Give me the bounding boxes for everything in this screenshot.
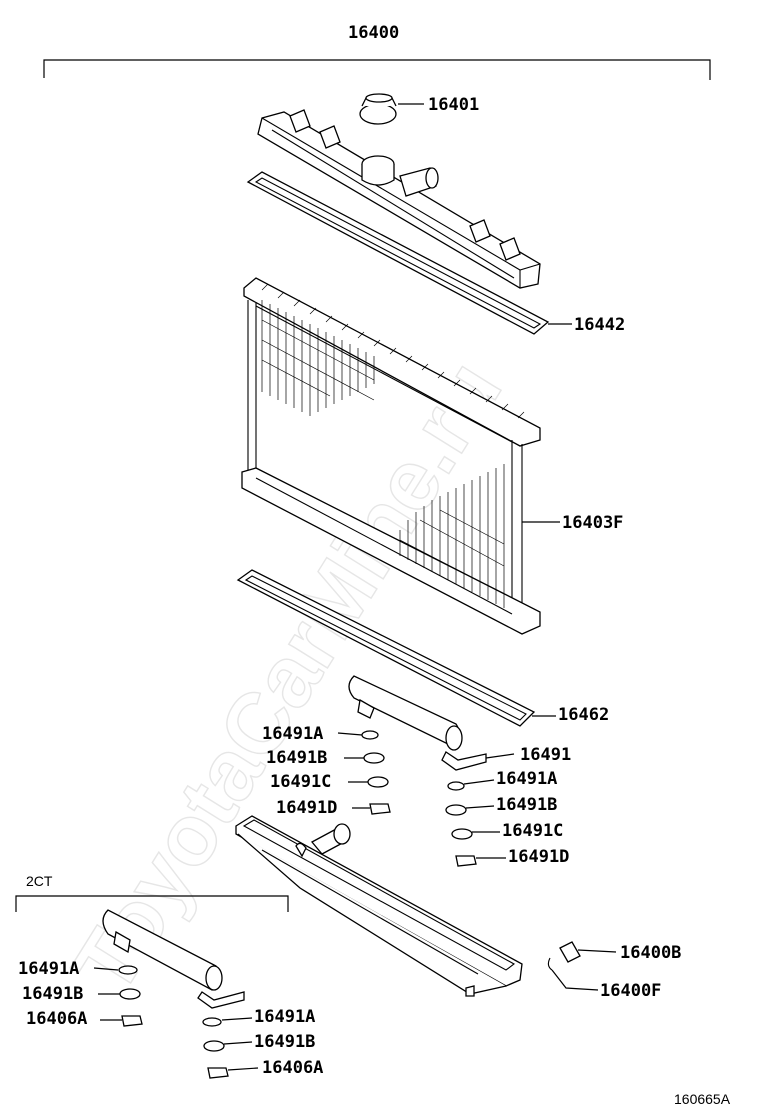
pipe-upper-left-c-callout: 16491C (270, 772, 331, 792)
drain-cock (547, 941, 617, 991)
pipe-2ct-left-b-callout: 16491B (22, 984, 83, 1004)
lower-gasket-callout: 16462 (558, 705, 609, 725)
drain-cock-callout: 16400B (620, 943, 681, 963)
washer-group-2ct-right (202, 1017, 259, 1079)
diagram-id: 160665A (674, 1091, 731, 1107)
washer-group-upper-left (337, 730, 391, 815)
pipe-upper-callout: 16491 (520, 745, 571, 765)
pipe-upper-left-b-callout: 16491B (266, 748, 327, 768)
pipe-2ct-right-b-callout: 16491B (254, 1032, 315, 1052)
pipe-2ct-left-c-callout: 16406A (26, 1009, 87, 1029)
oil-cooler-pipe-upper (348, 675, 515, 771)
washer-group-upper-right (445, 779, 506, 867)
assembly-bracket (43, 59, 711, 80)
cap-callout: 16401 (428, 95, 479, 115)
oil-cooler-pipe-2ct (102, 909, 245, 1009)
upper-tank (257, 109, 541, 289)
variant-bracket (15, 895, 289, 912)
washer-group-2ct-left (93, 965, 143, 1027)
pipe-2ct-right-c-callout: 16406A (262, 1058, 323, 1078)
drain-plug-callout: 16400F (600, 981, 661, 1001)
core-callout: 16403F (562, 513, 623, 533)
pipe-2ct-left-a-callout: 16491A (18, 959, 79, 979)
pipe-upper-right-d-callout: 16491D (508, 847, 569, 867)
pipe-2ct-right-a-callout: 16491A (254, 1007, 315, 1027)
variant-label: 2CT (26, 873, 53, 889)
radiator-cap (359, 93, 424, 125)
lower-tank (235, 815, 523, 997)
pipe-upper-left-a-callout: 16491A (262, 724, 323, 744)
lower-gasket (236, 569, 556, 727)
pipe-upper-right-c-callout: 16491C (502, 821, 563, 841)
upper-gasket-callout: 16442 (574, 315, 625, 335)
pipe-upper-right-a-callout: 16491A (496, 769, 557, 789)
upper-gasket (246, 171, 572, 335)
radiator-core (241, 277, 560, 635)
pipe-upper-right-b-callout: 16491B (496, 795, 557, 815)
pipe-upper-left-d-callout: 16491D (276, 798, 337, 818)
assembly-label: 16400 (348, 23, 399, 43)
